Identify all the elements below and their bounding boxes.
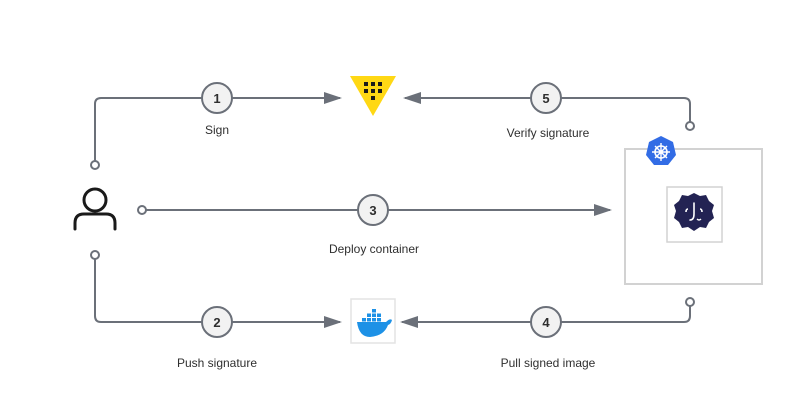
label-sign: Sign [204, 123, 230, 137]
endpoint-dot [137, 205, 147, 215]
svg-text:4: 4 [542, 315, 550, 330]
connector-pull-signed-image [400, 302, 691, 328]
endpoint-dot [90, 250, 100, 260]
step-badge-1: 1 [201, 82, 233, 114]
step-badge-2: 2 [201, 306, 233, 338]
svg-text:1: 1 [213, 91, 220, 106]
admission-controller-icon [666, 186, 723, 243]
label-deploy-container: Deploy container [328, 242, 420, 256]
connector-push-signature [94, 256, 342, 328]
step-badge-4: 4 [530, 306, 562, 338]
step-badge-5: 5 [530, 82, 562, 114]
label-pull-signed-image: Pull signed image [500, 356, 596, 370]
endpoint-dot [90, 160, 100, 170]
user-icon [73, 187, 117, 231]
endpoint-dot [685, 297, 695, 307]
endpoint-dot [685, 121, 695, 131]
connector-sign [94, 92, 342, 163]
docker-icon [350, 298, 396, 344]
svg-text:3: 3 [369, 203, 376, 218]
vault-icon [350, 76, 396, 116]
label-push-signature: Push signature [176, 356, 258, 370]
connector-verify-signature [403, 92, 691, 126]
svg-text:5: 5 [542, 91, 549, 106]
label-verify-signature: Verify signature [506, 126, 590, 140]
step-badge-3: 3 [357, 194, 389, 226]
kubernetes-icon [646, 136, 676, 165]
svg-text:2: 2 [213, 315, 220, 330]
